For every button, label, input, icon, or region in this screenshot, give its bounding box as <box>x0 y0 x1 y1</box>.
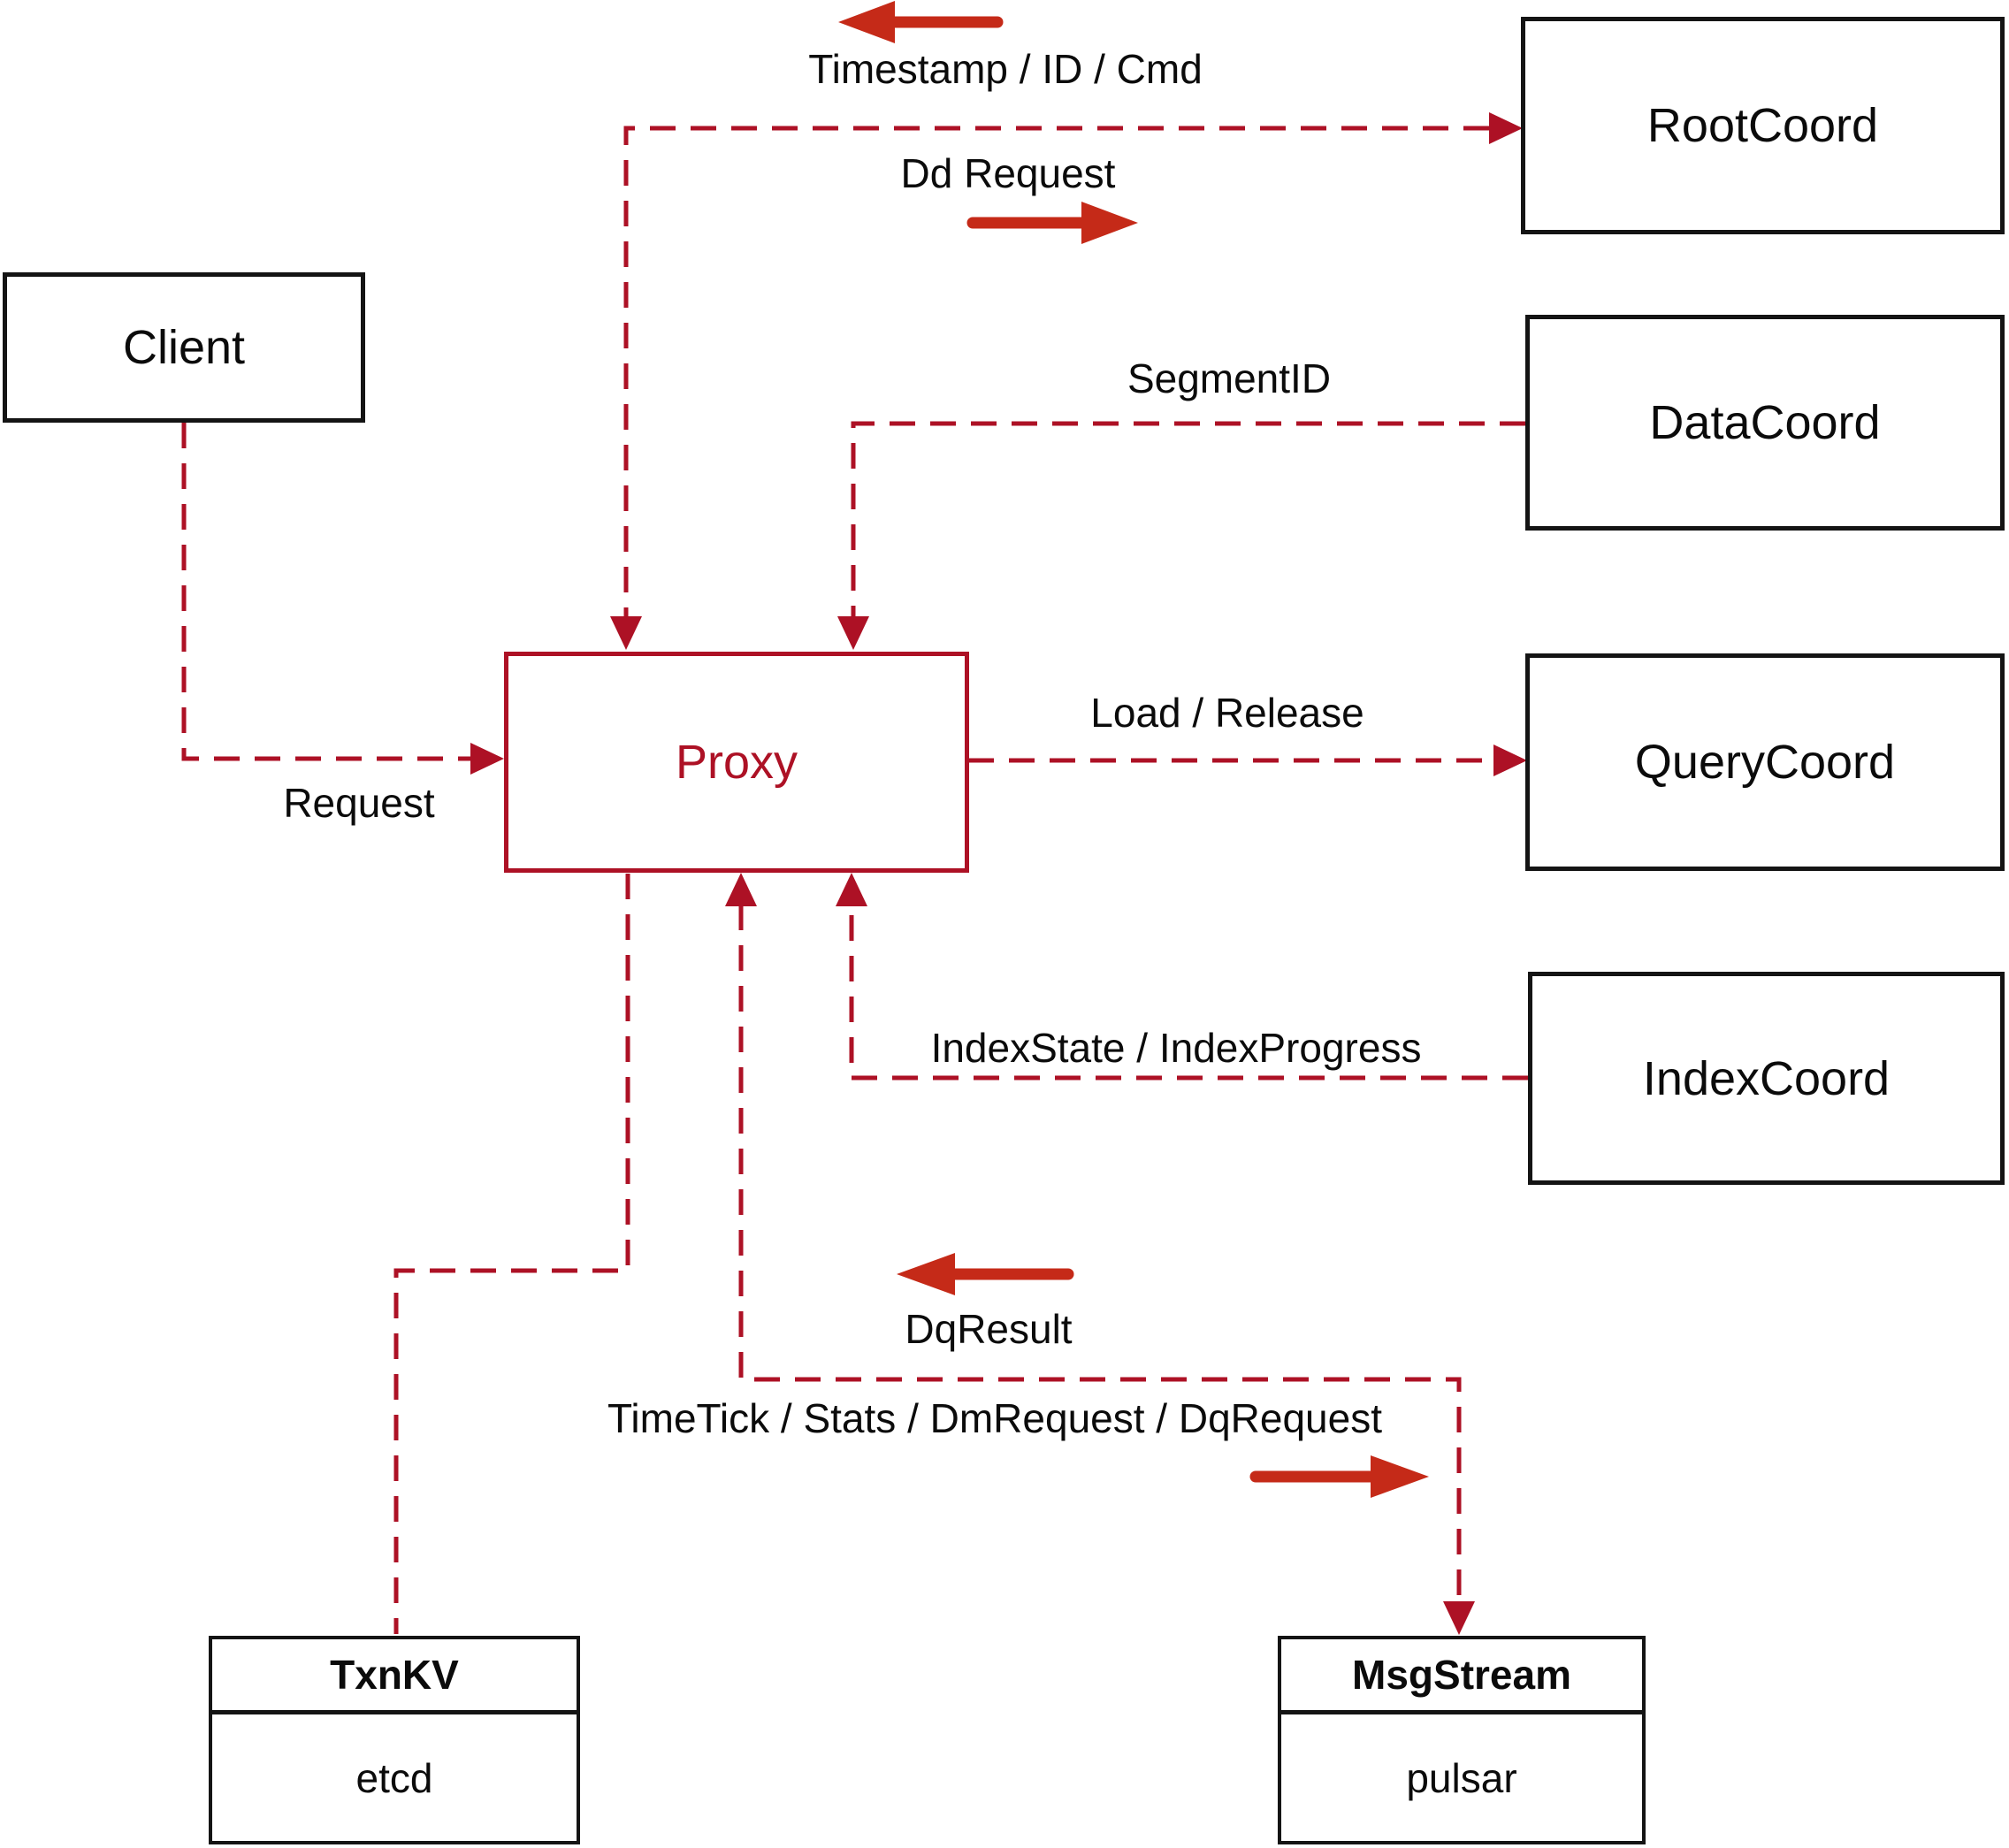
node-datacoord-label: DataCoord <box>1649 396 1881 449</box>
node-msgstream-impl: pulsar <box>1406 1754 1517 1801</box>
edge-proxy-to-txnkv <box>393 874 630 1634</box>
edge-datacoord-to-proxy <box>851 421 1525 619</box>
node-proxy-label: Proxy <box>675 736 798 789</box>
edge-label-indexstate-indexprogress: IndexState / IndexProgress <box>930 1025 1422 1071</box>
node-msgstream-title: MsgStream <box>1281 1639 1642 1714</box>
edge-indexcoord-to-proxy <box>849 905 1528 1081</box>
node-proxy: Proxy <box>504 652 969 873</box>
node-indexcoord-label: IndexCoord <box>1642 1051 1891 1105</box>
node-indexcoord: IndexCoord <box>1528 972 2005 1185</box>
node-client-label: Client <box>122 321 246 374</box>
arrowhead-into-rootcoord <box>1489 112 1523 144</box>
edge-label-timetick-stats: TimeTick / Stats / DmRequest / DqRequest <box>607 1395 1382 1441</box>
edge-label-load-release: Load / Release <box>1090 690 1364 736</box>
node-datacoord: DataCoord <box>1525 315 2005 531</box>
direction-arrowhead-right-ddrequest <box>1081 202 1138 244</box>
node-querycoord-label: QueryCoord <box>1634 736 1896 789</box>
arrowhead-into-proxy-left <box>470 743 504 775</box>
edge-label-segment-id: SegmentID <box>1127 355 1332 401</box>
node-msgstream: MsgStream pulsar <box>1278 1636 1646 1844</box>
direction-arrowhead-left-dqresult <box>897 1253 955 1295</box>
node-querycoord: QueryCoord <box>1525 653 2005 871</box>
arrowhead-into-msgstream <box>1443 1601 1475 1635</box>
edge-client-to-proxy <box>181 423 472 761</box>
edge-proxy-to-rootcoord <box>623 126 1489 619</box>
direction-arrowhead-left-timestamp <box>838 1 895 43</box>
arrowhead-into-proxy-bottom-indexcoord <box>836 873 867 906</box>
node-rootcoord: RootCoord <box>1521 17 2005 234</box>
edge-label-request: Request <box>283 780 435 826</box>
arrowhead-into-proxy-top-datacoord <box>837 616 869 650</box>
node-client: Client <box>3 272 365 423</box>
edge-label-timestamp-id-cmd: Timestamp / ID / Cmd <box>808 46 1203 92</box>
node-txnkv-impl: etcd <box>355 1754 433 1801</box>
direction-arrowhead-right-timetick <box>1371 1455 1429 1498</box>
edge-label-dqresult: DqResult <box>905 1306 1073 1352</box>
node-txnkv: TxnKV etcd <box>209 1636 580 1844</box>
arrowhead-into-proxy-top-rootcoord <box>610 616 642 650</box>
edge-label-dd-request: Dd Request <box>900 150 1116 196</box>
node-txnkv-title: TxnKV <box>212 1639 577 1714</box>
node-rootcoord-label: RootCoord <box>1646 99 1879 152</box>
arrowhead-into-proxy-bottom-msgstream <box>725 873 757 906</box>
edge-proxy-to-msgstream <box>738 905 1462 1603</box>
arrowhead-into-querycoord <box>1493 745 1527 776</box>
